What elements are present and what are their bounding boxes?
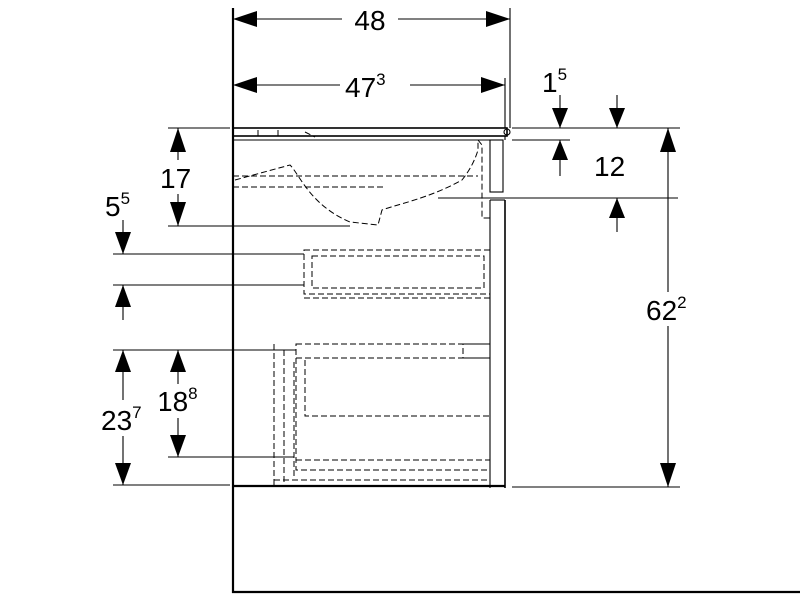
lower-drawer-label: 18: [157, 386, 188, 417]
upper-drawer-hidden-lines: [303, 249, 491, 299]
svg-text:48: 48: [354, 5, 385, 36]
total-height-sup: 2: [677, 293, 686, 312]
drawer-front-label: 5: [105, 191, 121, 222]
lower-height-label: 23: [101, 405, 132, 436]
width-extension-lines: [504, 8, 511, 128]
svg-text:237: 237: [101, 403, 142, 436]
inner-width-label: 47: [345, 72, 376, 103]
svg-text:55: 55: [105, 189, 130, 222]
dimension-lower-drawer: 188: [155, 350, 215, 457]
dimension-total-height: 622: [640, 128, 700, 487]
inner-width-sup: 3: [376, 70, 385, 89]
wall-and-floor: [231, 8, 800, 594]
dimension-basin-depth: 17: [157, 128, 201, 226]
lower-drawer-hidden-lines: [273, 343, 491, 486]
svg-text:622: 622: [646, 293, 687, 326]
top-thickness-label: 1: [542, 67, 558, 98]
lower-height-sup: 7: [132, 403, 141, 422]
svg-text:15: 15: [542, 65, 567, 98]
overall-width-label: 48: [354, 5, 385, 36]
side-offset-label: 12: [594, 151, 625, 182]
basin-hidden-lines: [233, 130, 678, 226]
dimension-drawer-front: 55: [105, 189, 131, 320]
cabinet-outline: [232, 127, 511, 488]
svg-text:188: 188: [157, 384, 198, 417]
lower-drawer-sup: 8: [188, 384, 197, 403]
total-height-label: 62: [646, 295, 677, 326]
dimension-lower-height: 237: [100, 350, 160, 485]
basin-depth-label: 17: [160, 163, 191, 194]
dimension-top-thickness: 15: [542, 65, 568, 176]
left-extension-lines: [113, 127, 350, 486]
svg-text:473: 473: [345, 70, 386, 103]
dimension-side-offset: 12: [594, 95, 625, 232]
drawer-front-sup: 5: [121, 189, 130, 208]
dimension-inner-width: 473: [233, 68, 505, 103]
top-thickness-sup: 5: [558, 65, 567, 84]
dimension-overall-width: 48: [233, 4, 510, 36]
